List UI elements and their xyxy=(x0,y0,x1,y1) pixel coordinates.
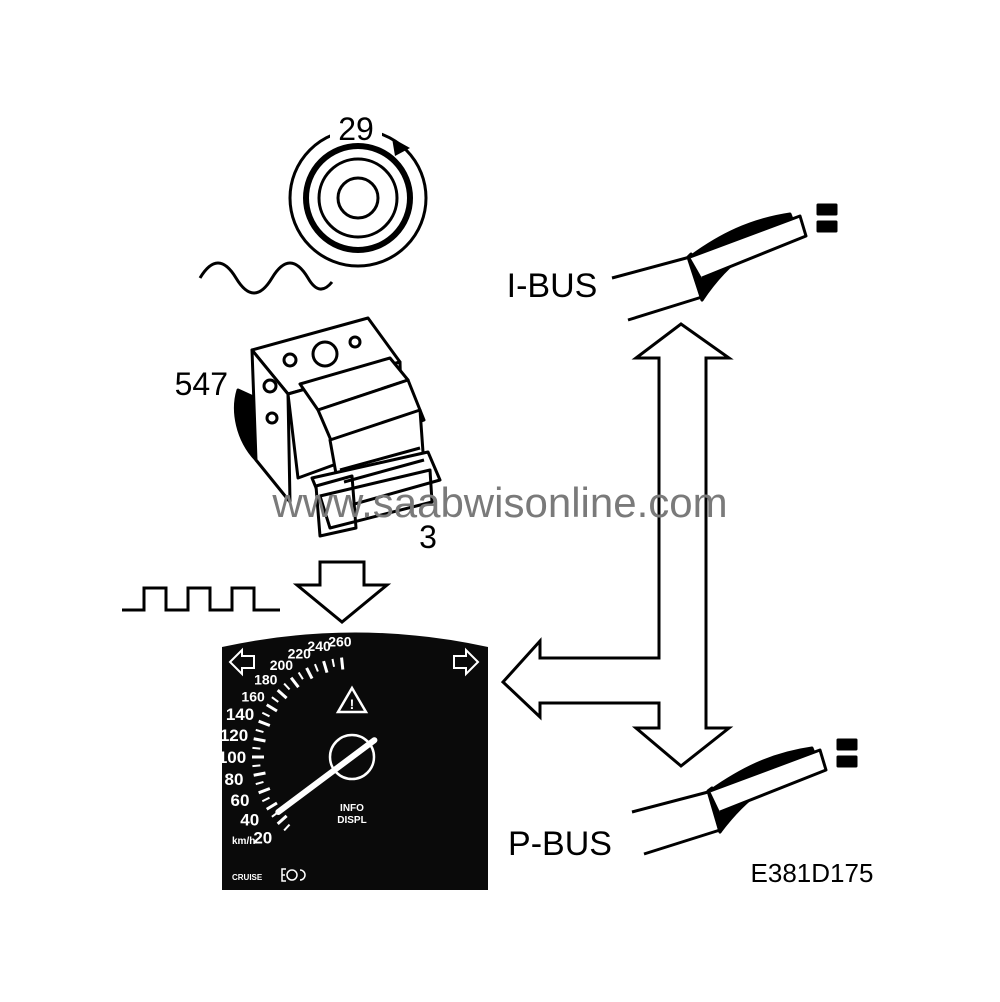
turn-right-icon xyxy=(453,647,480,677)
gauge-scale-label: 160 xyxy=(241,688,265,704)
gauge-scale-label: 40 xyxy=(240,811,259,830)
gauge-tick xyxy=(276,814,288,826)
gauge-tick xyxy=(253,771,266,777)
unit-label: km/h xyxy=(232,836,255,847)
gauge-tick xyxy=(331,658,336,667)
module-ref-label: 547 xyxy=(175,366,228,402)
gauge-tick xyxy=(255,728,264,733)
warning-symbol: ! xyxy=(350,696,355,712)
gauge-scale-label: 20 xyxy=(253,828,272,847)
gauge-tick xyxy=(289,676,300,689)
gauge-scale-label: 240 xyxy=(307,638,331,654)
gauge-tick xyxy=(271,696,279,703)
gauge-scale-label: 120 xyxy=(220,726,248,745)
gauge-tick xyxy=(297,671,304,680)
bus-bidirectional-arrow-icon xyxy=(500,322,734,768)
sensor-inner-ring xyxy=(317,157,399,239)
gauge-tick xyxy=(314,663,319,672)
gauge-tick xyxy=(258,787,271,795)
sensor-outer-ring xyxy=(303,143,413,253)
sensor-label-bg xyxy=(330,108,382,142)
info-display-label-2: DISPL xyxy=(337,815,366,826)
module-sub-ref-label: 3 xyxy=(419,519,437,555)
rotation-arrow-icon xyxy=(392,138,410,156)
sensor-rotation-ring xyxy=(288,128,428,268)
gauge-tick xyxy=(265,801,278,811)
gauge-scale-label: 220 xyxy=(288,646,312,662)
square-wave-signal-icon xyxy=(122,586,280,612)
gauge-tick xyxy=(252,746,261,750)
gauge-tick xyxy=(261,796,270,803)
gauge-tick xyxy=(283,823,291,832)
gauge-tick xyxy=(253,737,266,743)
watermark-text: www.saabwisonline.com xyxy=(271,479,727,526)
gauge-tick xyxy=(255,781,264,786)
speed-needle xyxy=(275,737,378,815)
gauge-tick xyxy=(258,719,271,727)
gauge-tick xyxy=(340,657,345,670)
gauge-tick xyxy=(322,660,329,674)
cruise-label: CRUISE xyxy=(232,873,263,882)
gauge-scale-label: 60 xyxy=(231,791,250,810)
gauge-tick xyxy=(252,764,261,768)
gauge-scale-label: 100 xyxy=(218,748,246,767)
gauge-ticks xyxy=(252,657,345,832)
gauge-scale-label: 260 xyxy=(328,634,352,650)
ibus-label: I-BUS xyxy=(507,267,598,305)
cruise-indicator-icon xyxy=(281,868,306,882)
wheel-sensor: 29 xyxy=(288,108,428,268)
sensor-hub xyxy=(336,176,380,220)
gauge-scale-label: 200 xyxy=(270,657,294,673)
sensor-ref-label: 29 xyxy=(338,111,374,147)
warning-triangle-icon xyxy=(335,685,369,714)
gauge-tick xyxy=(261,711,270,718)
gauge-tick xyxy=(305,667,314,680)
gauge-tick xyxy=(283,682,291,691)
sine-signal-icon xyxy=(198,261,334,295)
gauge-tick xyxy=(265,703,278,713)
gauge-scale-label: 180 xyxy=(254,671,278,687)
pbus-cable xyxy=(631,738,858,856)
pbus-label: P-BUS xyxy=(508,825,612,863)
gauge-hub xyxy=(328,733,376,781)
figure-code: E381D175 xyxy=(751,858,874,888)
gauge-scale-label: 140 xyxy=(226,705,254,724)
abs-control-module xyxy=(234,316,442,538)
bus-arrows xyxy=(500,322,734,768)
gauge-scale-label: 80 xyxy=(225,770,244,789)
turn-left-icon xyxy=(228,647,255,677)
ibus-cable xyxy=(611,203,838,322)
info-display-label-1: INFO xyxy=(340,803,364,814)
gauge-tick xyxy=(276,688,288,700)
signal-down-arrow-icon xyxy=(292,560,392,624)
